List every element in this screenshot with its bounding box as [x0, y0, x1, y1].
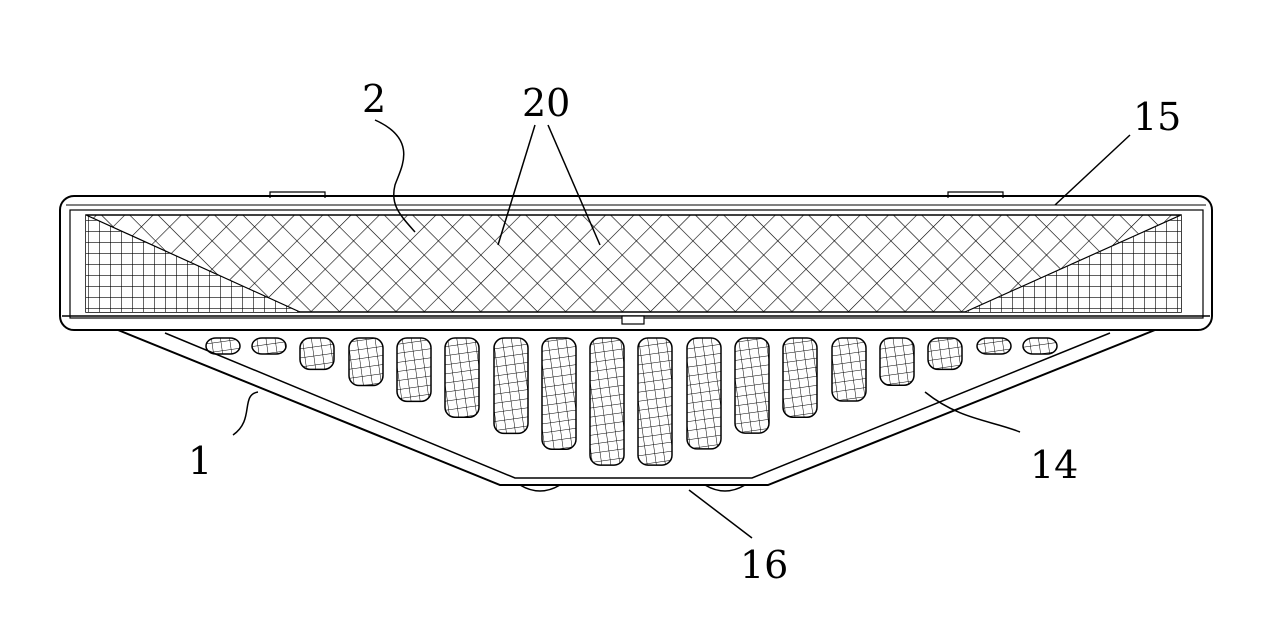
slot-12	[735, 338, 769, 433]
slot-6	[445, 338, 479, 417]
label-14: 14	[1030, 443, 1078, 487]
label-1: 1	[188, 439, 212, 483]
slot-16	[928, 338, 962, 369]
mesh-panel	[86, 215, 1181, 312]
slot-9	[590, 338, 624, 465]
slot-1	[206, 338, 240, 354]
slot-2	[252, 338, 286, 354]
slot-15	[880, 338, 914, 385]
reference-numerals: 2 20 15 1 14 16	[188, 77, 1181, 587]
slot-10	[638, 338, 672, 465]
label-2: 2	[362, 77, 386, 121]
label-16: 16	[740, 543, 788, 587]
slot-17	[977, 338, 1011, 354]
slot-3	[300, 338, 334, 369]
label-20: 20	[522, 81, 570, 125]
slot-8	[542, 338, 576, 449]
slot-4	[349, 338, 383, 386]
slot-14	[832, 338, 866, 401]
slot-7	[494, 338, 528, 433]
slot-11	[687, 338, 721, 449]
slot-13	[783, 338, 817, 417]
slot-5	[397, 338, 431, 401]
slot-row	[206, 338, 1057, 465]
slot-18	[1023, 338, 1057, 354]
label-15: 15	[1133, 95, 1181, 139]
